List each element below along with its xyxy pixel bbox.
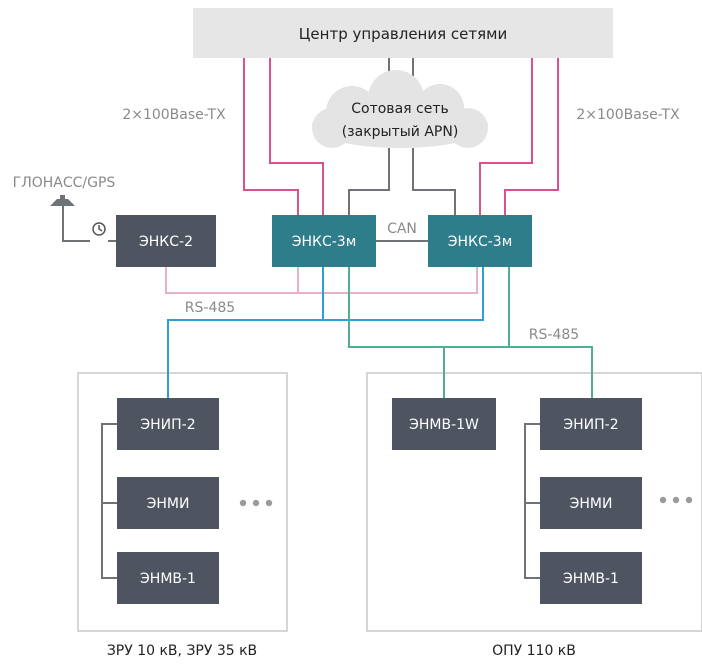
right-group-tree bbox=[524, 423, 540, 579]
cloud-label-line2: (закрытый APN) bbox=[342, 124, 459, 140]
right-enmi-label: ЭНМИ bbox=[570, 496, 613, 512]
left-enip2-label: ЭНИП-2 bbox=[140, 417, 195, 433]
enks3m-left-box bbox=[272, 215, 376, 267]
rs485-label-mid: RS-485 bbox=[529, 327, 579, 343]
enks3m-right-box bbox=[428, 215, 532, 267]
rs485-label-top: RS-485 bbox=[185, 300, 235, 316]
left-enmv1-label: ЭНМВ-1 bbox=[140, 571, 196, 587]
control-center-title: Центр управления сетями bbox=[299, 25, 507, 43]
ethernet-label-right: 2×100Base-TX bbox=[576, 107, 680, 123]
right-enip2-label: ЭНИП-2 bbox=[563, 417, 618, 433]
antenna-icon bbox=[50, 195, 75, 206]
can-label: CAN bbox=[387, 221, 417, 237]
rs485-blue-line-right bbox=[323, 267, 484, 321]
right-more-dots bbox=[659, 496, 693, 504]
cellular-cloud bbox=[312, 70, 488, 148]
rs485-light-bus bbox=[165, 266, 478, 294]
left-enmi-box bbox=[117, 477, 219, 529]
right-enmv1-box bbox=[540, 552, 642, 604]
control-center-bar bbox=[193, 8, 613, 58]
rs485-green-line bbox=[348, 267, 593, 398]
ethernet-lines-right bbox=[479, 58, 559, 215]
gnss-label: ГЛОНАСС/GPS bbox=[13, 175, 116, 191]
left-group-frame bbox=[77, 372, 288, 632]
clock-icon bbox=[92, 222, 106, 236]
enks2-box bbox=[116, 215, 216, 267]
enks3m-left-label: ЭНКС-3м bbox=[292, 234, 357, 250]
ethernet-lines-left bbox=[243, 58, 324, 215]
left-group-caption: ЗРУ 10 кВ, ЗРУ 35 кВ bbox=[107, 643, 257, 659]
right-enmv1w-box bbox=[392, 398, 496, 450]
ethernet-label-left: 2×100Base-TX bbox=[122, 107, 226, 123]
right-group-caption: ОПУ 110 кВ bbox=[492, 643, 576, 659]
left-enip2-box bbox=[117, 398, 219, 450]
left-group-tree bbox=[101, 423, 117, 579]
right-enmi-box bbox=[540, 477, 642, 529]
right-enmv1w-label: ЭНМВ-1W bbox=[409, 417, 479, 433]
right-enip2-box bbox=[540, 398, 642, 450]
left-more-dots bbox=[239, 499, 273, 507]
enks3m-right-label: ЭНКС-3м bbox=[448, 234, 513, 250]
rs485-blue-line bbox=[167, 267, 324, 398]
left-enmv1-box bbox=[117, 552, 219, 604]
right-group-frame bbox=[366, 372, 702, 632]
left-enmi-label: ЭНМИ bbox=[147, 496, 190, 512]
right-enmv1-label: ЭНМВ-1 bbox=[563, 571, 619, 587]
cloud-label-line1: Сотовая сеть bbox=[351, 101, 448, 117]
enks2-label: ЭНКС-2 bbox=[139, 234, 193, 250]
gnss-link bbox=[62, 206, 90, 242]
